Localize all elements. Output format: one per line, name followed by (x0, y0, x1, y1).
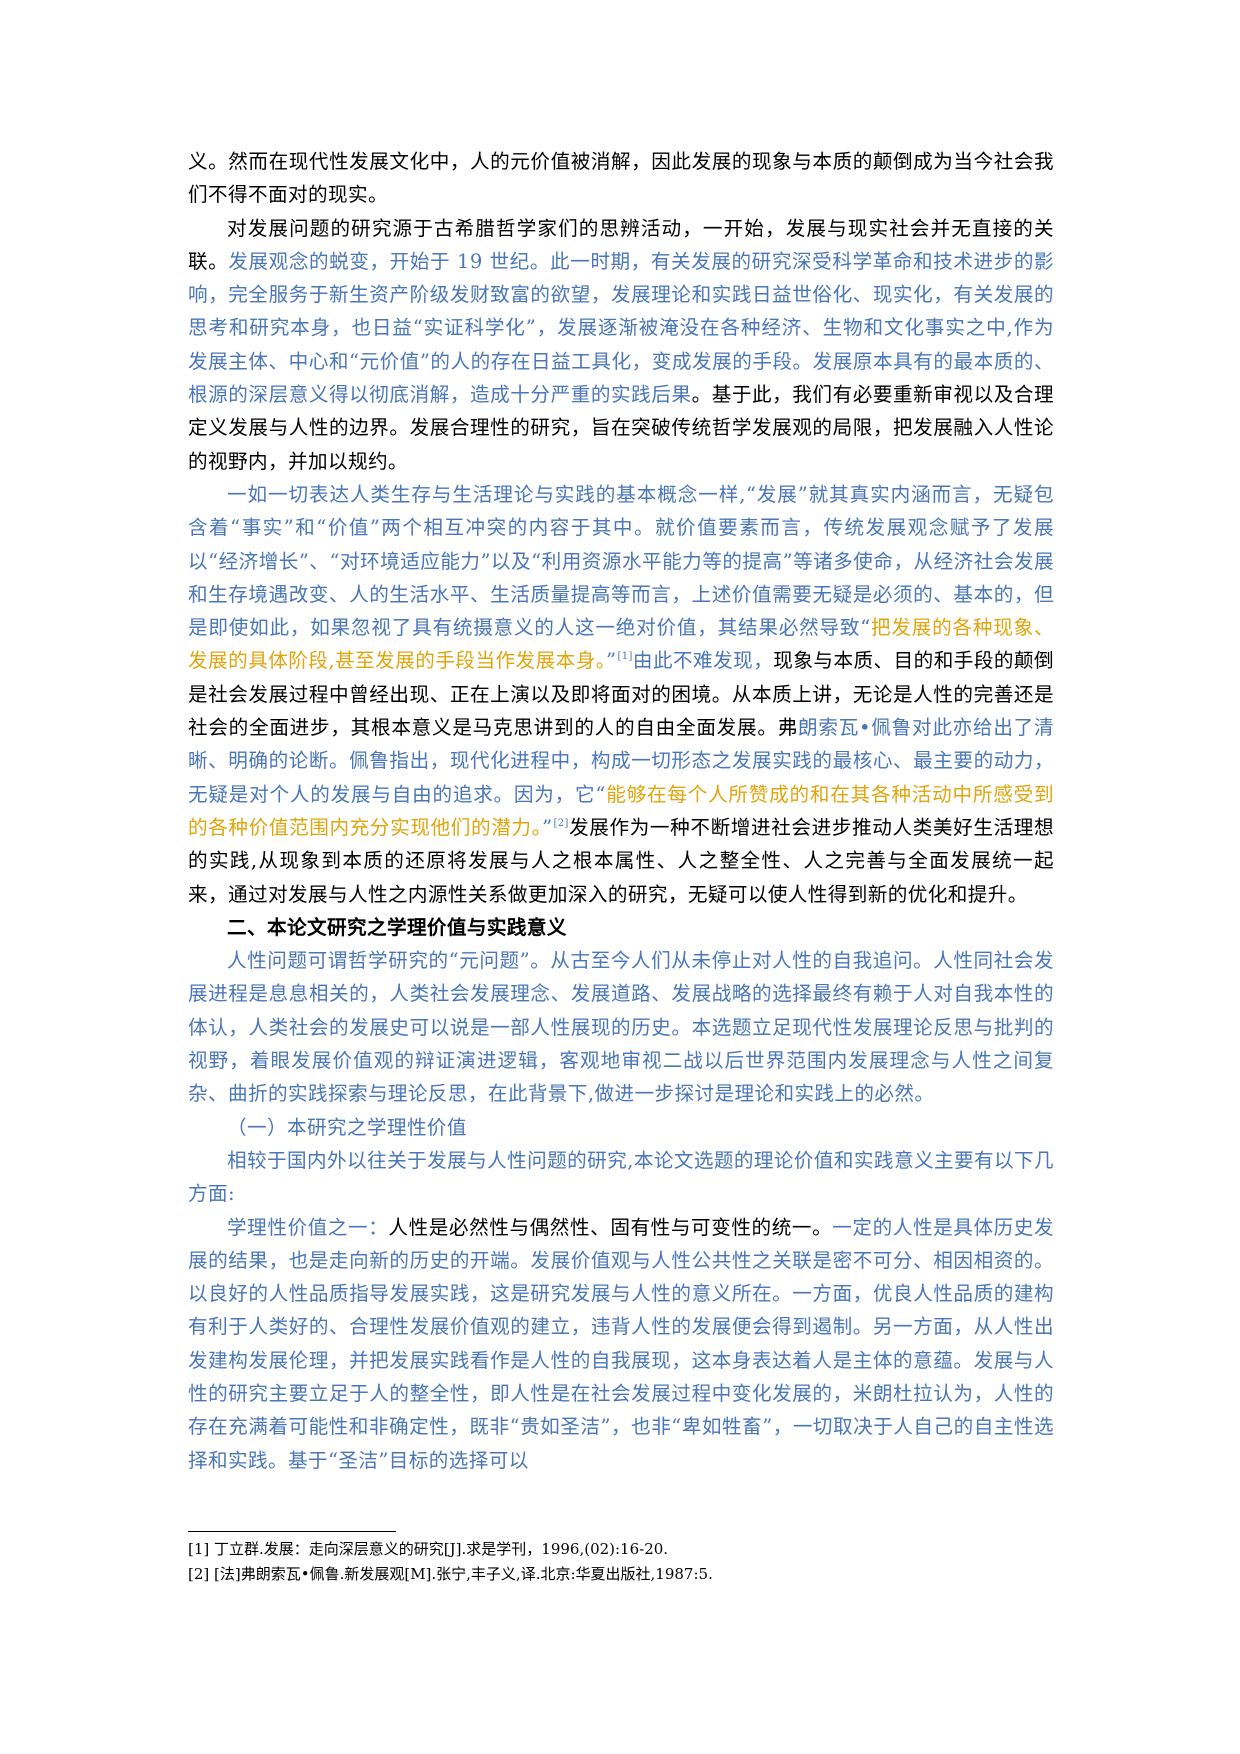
paragraph-3-text-f: 朗索瓦•佩鲁对此亦给出了清晰、明确的论断。佩鲁指出，现代化进程中，构成一切形态之… (188, 716, 1054, 806)
paragraph-2: 对发展问题的研究源于古希腊哲学家们的思辨活动，一开始，发展与现实社会并无直接的关… (188, 212, 1054, 478)
paragraph-3-quote-close-2: ” (542, 815, 553, 839)
paragraph-1: 义。然而在现代性发展文化中，人的元价值被消解，因此发展的现象与本质的颠倒成为当今… (188, 145, 1054, 212)
paragraph-6-thesis: 人性是必然性与偶然性、固有性与可变性的统一。 (388, 1215, 833, 1239)
paragraph-2-text-c: 。基于此，我们有必要重新审视以及合理定义发展与人性的边界。发展合理性的研究，旨在… (188, 383, 1055, 473)
subsection-heading: （一）本研究之学理性价值 (227, 1115, 467, 1139)
footnote-ref-2[interactable]: [2] (553, 817, 569, 829)
section-heading: 二、本论文研究之学理价值与实践意义 (227, 915, 567, 939)
footnote-ref-1[interactable]: [1] (617, 651, 633, 663)
paragraph-3-text-a: 一如一切表达人类生存与生活理论与实践的基本概念一样,“发展”就其真实内涵而言，无… (188, 482, 1054, 640)
paragraph-3-text-i: 发展作为一种不断增进社会进步推动人类美好生活理想的实践,从现象到本质的还原将发展… (188, 815, 1054, 906)
footnote-divider (188, 1531, 396, 1532)
paragraph-6-text: 一定的人性是具体历史发展的结果，也是走向新的历史的开端。发展价值观与人性公共性之… (188, 1215, 1054, 1472)
paragraph-2-text-a: 对发展问题的研究源于古希腊哲学家们的思辨活动，一开始，发展与现实社会并无直接的关… (188, 216, 1054, 273)
body-text: 义。然而在现代性发展文化中，人的元价值被消解，因此发展的现象与本质的颠倒成为当今… (188, 145, 1054, 1477)
paragraph-3-quote-close-1: ” (606, 649, 617, 673)
paragraph-6: 学理性价值之一：人性是必然性与偶然性、固有性与可变性的统一。一定的人性是具体历史… (188, 1211, 1054, 1477)
paragraph-3-quote-2: 能够在每个人所赞成的和在其各种活动中所感受到的各种价值范围内充分实现他们的潜力。 (188, 782, 1054, 839)
paragraph-6-label: 学理性价值之一： (227, 1215, 389, 1239)
paragraph-5: 相较于国内外以往关于发展与人性问题的研究,本论文选题的理论价值和实践意义主要有以… (188, 1148, 1054, 1206)
footnote-1: [1] 丁立群.发展：走向深层意义的研究[J].求是学刊，1996,(02):1… (188, 1540, 669, 1558)
paragraph-3-text-e: 现象与本质、目的和手段的颠倒是社会发展过程中曾经出现、正在上演以及即将面对的困境… (188, 649, 1054, 740)
paragraph-3-text-d: 由此不难发现， (632, 649, 774, 673)
paragraph-1-text: 义。然而在现代性发展文化中，人的元价值被消解，因此发展的现象与本质的颠倒成为当今… (188, 150, 1054, 207)
footnotes: [1] 丁立群.发展：走向深层意义的研究[J].求是学刊，1996,(02):1… (188, 1537, 1054, 1587)
paragraph-4: 人性问题可谓哲学研究的“元问题”。从古至今人们从未停止对人性的自我追问。人性同社… (188, 949, 1054, 1106)
footnote-2: [2] [法]弗朗索瓦•佩鲁.新发展观[M].张宁,丰子义,译.北京:华夏出版社… (188, 1565, 713, 1583)
paragraph-2-highlight: 发展观念的蜕变，开始于 19 世纪。此一时期，有关发展的研究深受科学革命和技术进… (188, 249, 1054, 407)
paragraph-3-quote-1: 把发展的各种现象、发展的具体阶段,甚至发展的手段当作发展本身。 (188, 616, 1054, 673)
paragraph-3: 一如一切表达人类生存与生活理论与实践的基本概念一样,“发展”就其真实内涵而言，无… (188, 478, 1054, 911)
